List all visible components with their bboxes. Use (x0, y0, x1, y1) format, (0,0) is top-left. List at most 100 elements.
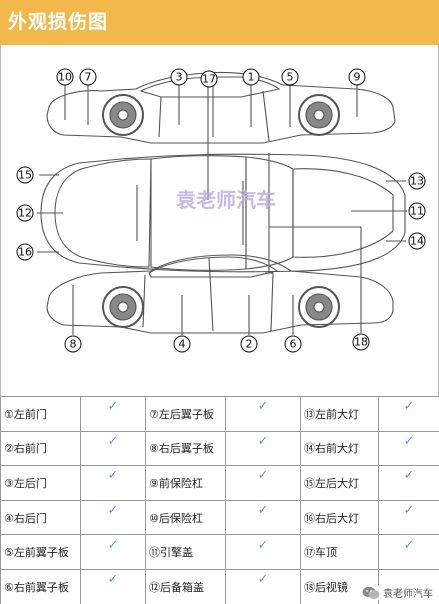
part-label: ⑯右后大灯 (300, 499, 379, 536)
check-cell[interactable]: ✓ (225, 465, 301, 501)
top-view-car-body (40, 153, 406, 273)
part-label: ⑬左前大灯 (300, 396, 379, 432)
svg-text:5: 5 (287, 71, 294, 84)
label-1: 1 (242, 68, 260, 86)
label-12: 12 (16, 204, 34, 222)
label-4: 4 (173, 335, 191, 353)
check-cell[interactable]: ✓ (80, 465, 146, 501)
svg-text:17: 17 (202, 73, 216, 86)
part-label: ④右后门 (0, 499, 81, 536)
checkmark-icon: ✓ (257, 468, 269, 484)
table-row: ④右后门 ✓ ⑩后保险杠 ✓ ⑯右后大灯 ✓ (0, 499, 439, 536)
right-side-car-body (46, 254, 394, 334)
checkmark-icon: ✓ (403, 468, 415, 484)
check-cell[interactable]: ✓ (378, 430, 439, 467)
check-cell[interactable]: ✓ (80, 396, 146, 432)
label-14: 14 (408, 232, 426, 250)
label-9: 9 (348, 68, 366, 86)
checkmark-icon: ✓ (257, 399, 269, 415)
car-diagram-svg: 袁老师汽车 10 7 3 17 1 5 9 15 13 12 11 16 14 … (16, 68, 426, 353)
part-label: ⑤左前翼子板 (0, 534, 81, 570)
part-label: ⑧右后翼子板 (145, 430, 226, 467)
svg-text:18: 18 (354, 336, 368, 349)
checkmark-icon: ✓ (107, 399, 119, 415)
table-row: ③左后门 ✓ ⑨前保险杠 ✓ ⑮左后大灯 ✓ (0, 465, 439, 501)
check-cell[interactable]: ✓ (80, 499, 146, 536)
label-18: 18 (352, 333, 370, 351)
checkmark-icon: ✓ (107, 503, 119, 519)
part-label: ⑪引擎盖 (145, 534, 226, 570)
svg-text:1: 1 (248, 71, 255, 84)
wechat-icon (362, 586, 380, 599)
checkmark-icon: ✓ (257, 503, 269, 519)
watermark-text: 袁老师汽车 (175, 188, 276, 212)
check-cell[interactable]: ✓ (80, 430, 146, 467)
label-10: 10 (56, 68, 74, 86)
checkmark-icon: ✓ (107, 433, 119, 449)
label-7: 7 (79, 68, 97, 86)
check-cell[interactable]: ✓ (378, 499, 439, 536)
part-label: ⑰车顶 (300, 534, 379, 570)
part-label: ⑫后备箱盖 (145, 568, 226, 604)
part-label: ③左后门 (0, 465, 81, 501)
svg-text:7: 7 (85, 71, 92, 84)
label-11: 11 (408, 202, 426, 220)
checkmark-icon: ✓ (107, 468, 119, 484)
check-cell[interactable]: ✓ (225, 534, 301, 570)
checkmark-icon: ✓ (257, 572, 269, 588)
damage-checklist-table: ①左前门 ✓ ⑦左后翼子板 ✓ ⑬左前大灯 ✓ ②右前门 ✓ ⑧右后翼子板 ✓ … (0, 396, 439, 604)
part-label: ⑨前保险杠 (145, 465, 226, 501)
table-row: ①左前门 ✓ ⑦左后翼子板 ✓ ⑬左前大灯 ✓ (0, 396, 439, 432)
label-3: 3 (170, 68, 188, 86)
svg-text:15: 15 (18, 169, 32, 182)
part-label: ⑦左后翼子板 (145, 396, 226, 432)
checkmark-icon: ✓ (107, 572, 119, 588)
label-17: 17 (200, 70, 218, 88)
svg-text:2: 2 (246, 338, 253, 351)
check-cell[interactable]: ✓ (225, 396, 301, 432)
label-6: 6 (284, 335, 302, 353)
svg-text:12: 12 (18, 207, 32, 220)
svg-text:8: 8 (70, 338, 77, 351)
part-label: ①左前门 (0, 396, 81, 432)
part-label: ②右前门 (0, 430, 81, 467)
label-2: 2 (240, 335, 258, 353)
check-cell[interactable]: ✓ (378, 534, 439, 570)
left-side-car-body (46, 72, 396, 144)
part-label: ⑩后保险杠 (145, 499, 226, 536)
svg-text:13: 13 (410, 175, 424, 188)
check-cell[interactable]: ✓ (225, 568, 301, 604)
check-cell[interactable]: ✓ (378, 465, 439, 501)
label-5: 5 (281, 68, 299, 86)
label-8: 8 (64, 335, 82, 353)
svg-text:6: 6 (290, 338, 297, 351)
svg-text:4: 4 (179, 338, 186, 351)
check-cell[interactable]: ✓ (80, 568, 146, 604)
check-cell[interactable]: ✓ (225, 430, 301, 467)
label-16: 16 (16, 243, 34, 261)
wechat-account-badge: 袁老师汽车 (362, 585, 433, 600)
part-label: ⑮左后大灯 (300, 465, 379, 501)
svg-text:11: 11 (410, 205, 424, 218)
checkmark-icon: ✓ (403, 433, 415, 449)
checkmark-icon: ✓ (257, 433, 269, 449)
svg-text:14: 14 (410, 235, 424, 248)
page-title: 外观损伤图 (0, 0, 439, 45)
table-row: ⑤左前翼子板 ✓ ⑪引擎盖 ✓ ⑰车顶 ✓ (0, 534, 439, 570)
check-cell[interactable]: ✓ (225, 499, 301, 536)
svg-text:10: 10 (58, 71, 72, 84)
checkmark-icon: ✓ (257, 537, 269, 553)
car-damage-diagram: 袁老师汽车 10 7 3 17 1 5 9 15 13 12 11 16 14 … (0, 45, 439, 396)
svg-text:9: 9 (354, 71, 361, 84)
part-label: ⑭右前大灯 (300, 430, 379, 467)
svg-text:16: 16 (18, 246, 32, 259)
label-13: 13 (408, 172, 426, 190)
check-cell[interactable]: ✓ (80, 534, 146, 570)
svg-text:3: 3 (176, 71, 183, 84)
table-row: ②右前门 ✓ ⑧右后翼子板 ✓ ⑭右前大灯 ✓ (0, 430, 439, 467)
checkmark-icon: ✓ (403, 537, 415, 553)
checkmark-icon: ✓ (403, 503, 415, 519)
checkmark-icon: ✓ (107, 537, 119, 553)
check-cell[interactable]: ✓ (378, 396, 439, 432)
checkmark-icon: ✓ (403, 399, 415, 415)
